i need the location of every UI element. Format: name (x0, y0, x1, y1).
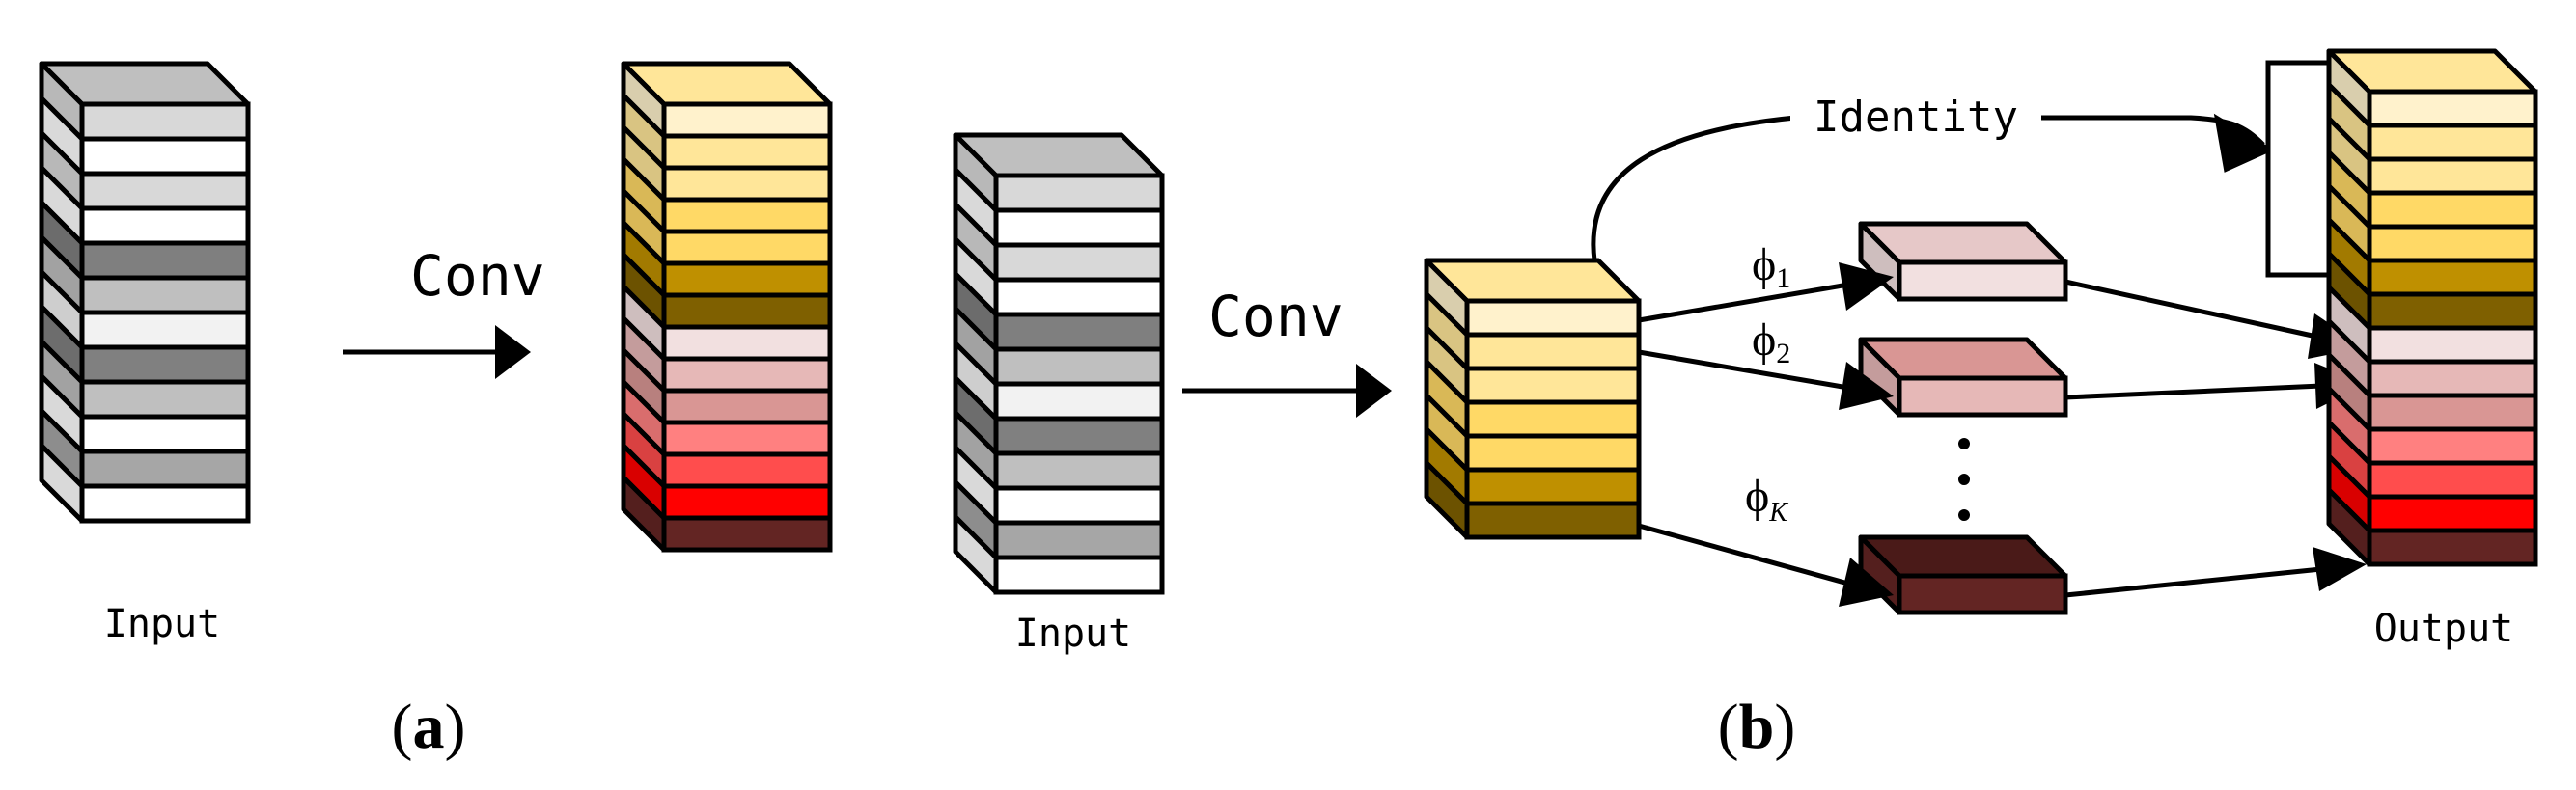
output-a-layer-11 (661, 451, 833, 489)
feature-layer-0 (1464, 298, 1642, 338)
phi1-block-front (1897, 259, 2068, 302)
input-a-layer-4 (79, 240, 251, 281)
input-b-layer-2 (993, 242, 1165, 283)
arrow-phi1-to-output (2064, 279, 2365, 359)
feature-layer-2 (1464, 366, 1642, 405)
input-b-layer-0 (993, 173, 1165, 213)
output-a-layer-5 (661, 260, 833, 298)
input-b-layer-8 (993, 450, 1165, 491)
output-a-layer-8 (661, 356, 833, 394)
output-b-layer-1 (2367, 123, 2538, 162)
phi2-block-front (1897, 375, 2068, 418)
input-a-layer-6 (79, 310, 251, 350)
input-a-layer-0 (79, 101, 251, 142)
phiK-block (1858, 534, 2068, 615)
phi2-block (1858, 337, 2068, 418)
output-b-layer-0 (2367, 89, 2538, 128)
input-b-layer-11 (993, 555, 1165, 595)
output-a-layer-2 (661, 165, 833, 203)
output-a-layer-9 (661, 388, 833, 425)
arrow-phiK-to-output (2064, 547, 2367, 598)
output-b-layer-8 (2367, 359, 2538, 398)
output-b-layer-5 (2367, 258, 2538, 297)
input-a-layer-3 (79, 205, 251, 246)
output-b-layer-2 (2367, 156, 2538, 196)
input-a-layer-10 (79, 449, 251, 489)
ellipsis-dots (1958, 438, 1970, 521)
input-stack-a (39, 61, 251, 524)
input-a-layer-9 (79, 414, 251, 454)
identity-label-bg (1790, 89, 2041, 143)
input-a-layer-2 (79, 171, 251, 211)
input-a-layer-7 (79, 344, 251, 385)
output-a-layer-3 (661, 197, 833, 234)
arrow-phi2-to-output (2064, 363, 2367, 409)
output-b-layer-12 (2367, 494, 2538, 533)
output-b-layer-9 (2367, 393, 2538, 432)
output-b-layer-3 (2367, 190, 2538, 230)
output-a-layer-7 (661, 324, 833, 362)
input-b-layer-9 (993, 485, 1165, 526)
conv-arrow-a (343, 325, 531, 379)
feature-stack (1424, 258, 1642, 540)
input-a-layer-5 (79, 275, 251, 315)
input-a-layer-8 (79, 379, 251, 420)
arrow-to-phi2 (1638, 349, 1894, 410)
input-a-layer-1 (79, 136, 251, 177)
input-stack-b (953, 132, 1165, 595)
output-b-layer-4 (2367, 224, 2538, 263)
input-b-layer-3 (993, 277, 1165, 317)
input-a-layer-11 (79, 483, 251, 524)
output-stack-b (2326, 48, 2538, 567)
input-label-b: Input (1015, 612, 1131, 656)
output-stack-a (621, 61, 833, 553)
output-b-layer-11 (2367, 460, 2538, 500)
output-b-layer-13 (2367, 528, 2538, 567)
conv-label-a: Conv (410, 243, 545, 309)
input-b-layer-10 (993, 520, 1165, 560)
input-b-layer-5 (993, 346, 1165, 387)
identity-path (1591, 113, 2275, 261)
output-a-layer-4 (661, 229, 833, 266)
output-b-layer-10 (2367, 426, 2538, 466)
output-a-layer-0 (661, 101, 833, 139)
input-b-layer-1 (993, 207, 1165, 248)
phiK-label: ϕK (1745, 471, 1788, 528)
phi2-label: ϕ2 (1752, 314, 1790, 369)
input-label-a: Input (104, 602, 220, 646)
output-a-layer-12 (661, 483, 833, 521)
input-b-layer-7 (993, 416, 1165, 456)
feature-layer-6 (1464, 501, 1642, 540)
output-b-layer-6 (2367, 291, 2538, 331)
output-b-layer-7 (2367, 325, 2538, 365)
feature-layer-3 (1464, 399, 1642, 439)
output-a-layer-6 (661, 292, 833, 330)
feature-layer-1 (1464, 332, 1642, 371)
phi1-block (1858, 221, 2068, 302)
feature-layer-4 (1464, 433, 1642, 473)
panel-label-a: (a) (392, 692, 466, 762)
output-label: Output (2374, 607, 2514, 651)
phi1-label: ϕ1 (1752, 239, 1790, 294)
conv-label-b: Conv (1208, 284, 1343, 349)
identity-label: Identity (1814, 93, 2018, 142)
panel-label-b: (b) (1718, 692, 1796, 762)
output-a-layer-1 (661, 133, 833, 171)
output-a-layer-13 (661, 515, 833, 553)
conv-arrow-b (1182, 364, 1392, 418)
arrow-to-phiK (1638, 523, 1894, 607)
feature-layer-5 (1464, 467, 1642, 506)
arrow-to-phi1 (1638, 262, 1894, 323)
input-b-layer-6 (993, 381, 1165, 422)
output-a-layer-10 (661, 420, 833, 457)
input-b-layer-4 (993, 312, 1165, 352)
phiK-block-front (1897, 573, 2068, 615)
